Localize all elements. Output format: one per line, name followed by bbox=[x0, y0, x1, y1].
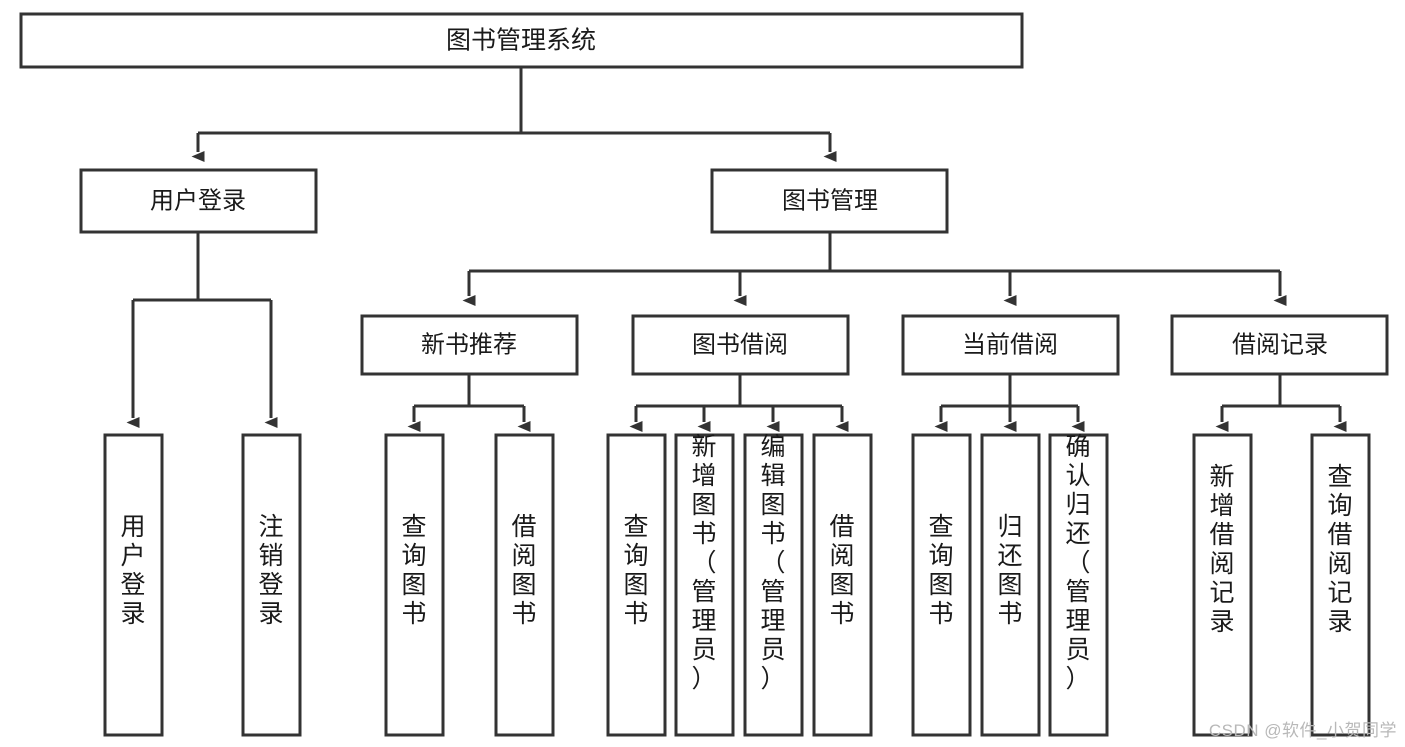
node-new-book-rec[interactable]: 新书推荐 bbox=[360, 314, 579, 376]
edges-layer bbox=[126, 67, 1347, 432]
edge-borrow-record-to-leaves bbox=[1215, 374, 1347, 432]
node-leaf-edit-book-label: 编辑图书（管理员） bbox=[760, 433, 785, 693]
node-leaf-borrow-book-1-label: 借阅图书 bbox=[511, 513, 536, 628]
node-book-manage-label: 图书管理 bbox=[782, 187, 878, 214]
node-leaf-query-book-3-label: 查询图书 bbox=[928, 513, 953, 628]
node-user-login-label: 用户登录 bbox=[150, 187, 246, 214]
node-leaf-confirm-return-label: 确认归还（管理员） bbox=[1065, 433, 1090, 693]
node-leaf-add-record-label: 新增借阅记录 bbox=[1209, 463, 1234, 636]
node-current-borrow-label: 当前借阅 bbox=[962, 331, 1058, 358]
node-current-borrow[interactable]: 当前借阅 bbox=[901, 314, 1120, 376]
edge-book-borrow-to-leaves bbox=[629, 374, 849, 432]
edge-user-login-to-leaves bbox=[126, 232, 278, 428]
node-leaf-borrow-book-2-label: 借阅图书 bbox=[829, 513, 854, 628]
node-borrow-record-label: 借阅记录 bbox=[1232, 331, 1328, 358]
node-book-manage[interactable]: 图书管理 bbox=[710, 168, 949, 234]
node-leaf-query-book-1-label: 查询图书 bbox=[401, 513, 426, 628]
node-borrow-record[interactable]: 借阅记录 bbox=[1170, 314, 1389, 376]
node-leaf-query-book-1[interactable]: 查询图书 bbox=[384, 433, 445, 737]
edge-new-book-rec-to-leaves bbox=[407, 374, 531, 432]
node-leaf-query-record-label: 查询借阅记录 bbox=[1327, 463, 1352, 636]
node-root[interactable]: 图书管理系统 bbox=[19, 12, 1024, 69]
node-leaf-user-login[interactable]: 用户登录 bbox=[103, 433, 164, 737]
node-leaf-edit-book[interactable]: 编辑图书（管理员） bbox=[743, 433, 804, 737]
node-leaf-add-record[interactable]: 新增借阅记录 bbox=[1192, 433, 1253, 737]
node-leaf-query-book-2[interactable]: 查询图书 bbox=[606, 433, 667, 737]
node-leaf-borrow-book-2[interactable]: 借阅图书 bbox=[812, 433, 873, 737]
node-leaf-confirm-return[interactable]: 确认归还（管理员） bbox=[1048, 433, 1109, 737]
node-leaf-logout[interactable]: 注销登录 bbox=[241, 433, 302, 737]
node-leaf-return-book-label: 归还图书 bbox=[997, 513, 1022, 628]
node-leaf-return-book[interactable]: 归还图书 bbox=[980, 433, 1041, 737]
node-new-book-rec-label: 新书推荐 bbox=[421, 331, 517, 358]
node-user-login[interactable]: 用户登录 bbox=[79, 168, 318, 234]
edge-root-to-level2 bbox=[191, 67, 837, 162]
node-leaf-borrow-book-1[interactable]: 借阅图书 bbox=[494, 433, 555, 737]
node-leaf-add-book-label: 新增图书（管理员） bbox=[691, 433, 716, 693]
edge-book-manage-to-level3 bbox=[462, 232, 1287, 306]
node-book-borrow[interactable]: 图书借阅 bbox=[631, 314, 850, 376]
edge-current-borrow-to-leaves bbox=[934, 374, 1085, 432]
node-leaf-query-record[interactable]: 查询借阅记录 bbox=[1310, 433, 1371, 737]
node-root-label: 图书管理系统 bbox=[446, 27, 596, 55]
node-leaf-query-book-2-label: 查询图书 bbox=[623, 513, 648, 628]
node-book-borrow-label: 图书借阅 bbox=[692, 331, 788, 358]
node-leaf-logout-label: 注销登录 bbox=[258, 513, 283, 628]
node-leaf-add-book[interactable]: 新增图书（管理员） bbox=[674, 433, 735, 737]
node-leaf-user-login-label: 用户登录 bbox=[120, 513, 145, 628]
node-leaf-query-book-3[interactable]: 查询图书 bbox=[911, 433, 972, 737]
